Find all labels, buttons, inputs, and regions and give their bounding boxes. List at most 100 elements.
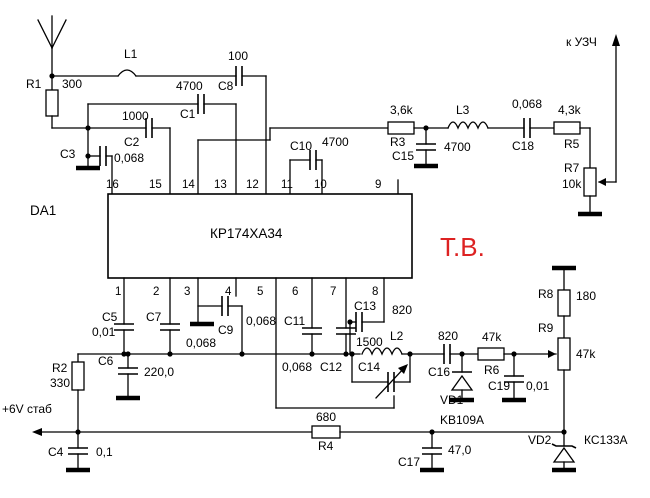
capacitor-c5 xyxy=(114,323,134,331)
pin-label: 16 xyxy=(106,179,119,191)
value-r2: 330 xyxy=(50,376,70,390)
label-vd1: VD1 xyxy=(440,393,464,407)
pin-label: 3 xyxy=(184,286,190,298)
resistor-r8 xyxy=(557,289,571,317)
label-r7: R7 xyxy=(564,161,580,175)
supply-label: +6V стаб xyxy=(2,402,52,416)
value-r4: 680 xyxy=(316,410,336,424)
label-r3: R3 xyxy=(390,135,406,149)
capacitor-c1 xyxy=(197,94,205,114)
output-arrow-icon xyxy=(612,34,620,46)
label-c6: C6 xyxy=(98,354,114,368)
label-c11: C11 xyxy=(284,314,305,328)
label-c2: C2 xyxy=(124,135,140,149)
label-c7: C7 xyxy=(146,310,162,324)
value-c6: 220,0 xyxy=(144,365,174,379)
author-stamp: Т.В. xyxy=(440,232,485,262)
supply-arrow-icon xyxy=(32,428,42,436)
value-r8: 180 xyxy=(576,289,596,303)
value-c19: 0,01 xyxy=(526,379,550,393)
value-c17: 47,0 xyxy=(448,443,472,457)
value-c1: 4700 xyxy=(176,79,203,93)
label-c5: C5 xyxy=(102,310,118,324)
pin-label: 14 xyxy=(182,179,195,191)
label-c19: C19 xyxy=(488,379,510,393)
label-c16: C16 xyxy=(428,365,450,379)
potentiometer-r7 xyxy=(583,167,597,197)
label-c14: C14 xyxy=(358,360,380,374)
chip-part-number: КР174ХА34 xyxy=(210,226,283,241)
value-r7: 10k xyxy=(562,177,582,191)
label-c3: C3 xyxy=(60,147,76,161)
value-c5: 0,01 xyxy=(92,325,116,339)
junction-dots xyxy=(49,73,567,435)
potentiometer-r9 xyxy=(557,337,571,371)
label-c17: C17 xyxy=(398,455,420,469)
resistor-r5 xyxy=(553,121,581,135)
label-r9: R9 xyxy=(538,321,554,335)
label-c13: C13 xyxy=(354,299,376,313)
resistor-r6 xyxy=(477,347,505,361)
chip-designator: DA1 xyxy=(30,203,56,218)
chip-da1 xyxy=(107,193,413,279)
capacitor-c12 xyxy=(336,327,356,335)
value-l2: 1500 xyxy=(356,335,383,349)
label-l1: L1 xyxy=(124,47,138,61)
value-c8: 100 xyxy=(228,49,248,63)
value-c18: 0,068 xyxy=(512,97,542,111)
capacitor-c17 xyxy=(422,447,442,455)
value-c15: 4700 xyxy=(444,140,471,154)
value-r1: 300 xyxy=(62,77,82,91)
capacitor-c10 xyxy=(309,150,317,170)
pin-label: 10 xyxy=(314,179,327,191)
pin-label: 13 xyxy=(214,179,227,191)
pin-label: 8 xyxy=(372,286,378,298)
label-c12: C12 xyxy=(320,360,342,374)
pin-label: 7 xyxy=(330,286,336,298)
pin-label: 11 xyxy=(281,179,293,191)
label-l3: L3 xyxy=(456,103,470,117)
resistor-r4 xyxy=(311,425,341,439)
pin-label: 15 xyxy=(149,179,162,191)
pin-label: 6 xyxy=(292,286,298,298)
antenna-symbol xyxy=(37,15,67,77)
label-c9: C9 xyxy=(218,323,234,337)
label-c4: C4 xyxy=(48,445,64,459)
inductor-l1 xyxy=(117,69,137,77)
value-c7: 0,068 xyxy=(186,336,216,350)
capacitor-c3 xyxy=(99,146,107,166)
value-c2: 0,068 xyxy=(114,151,144,165)
pin-label: 12 xyxy=(246,179,259,191)
value-r9: 47k xyxy=(576,347,596,361)
capacitor-c11 xyxy=(302,327,322,335)
output-label: к УЗЧ xyxy=(566,35,597,49)
label-r4: R4 xyxy=(318,439,334,453)
zener-diode-vd2 xyxy=(551,443,577,463)
label-c10: C10 xyxy=(290,139,312,153)
capacitor-c7 xyxy=(160,323,180,331)
pin-label: 4 xyxy=(225,286,232,298)
label-c15: C15 xyxy=(392,149,414,163)
pin-label: 2 xyxy=(153,286,159,298)
label-r6: R6 xyxy=(484,363,500,377)
label-r1: R1 xyxy=(26,77,42,91)
label-c18: C18 xyxy=(512,139,534,153)
value-c16: 820 xyxy=(438,329,458,343)
value-c2-extra: 1000 xyxy=(122,109,149,123)
value-r3: 3,6k xyxy=(390,103,414,117)
value-c10: 4700 xyxy=(322,135,349,149)
varicap-diode-vd1 xyxy=(450,371,474,391)
capacitor-c18 xyxy=(523,118,531,138)
resistor-r3 xyxy=(387,121,415,135)
pin-label: 9 xyxy=(375,179,381,191)
value-c11: 0,068 xyxy=(282,360,312,374)
capacitor-c4 xyxy=(68,447,88,455)
inductor-l2 xyxy=(361,347,403,356)
part-vd1: KB109A xyxy=(440,413,484,427)
capacitor-c9 xyxy=(221,296,229,316)
label-c1: C1 xyxy=(180,107,196,121)
label-c8: C8 xyxy=(218,79,234,93)
pin-label: 5 xyxy=(257,286,263,298)
label-r8: R8 xyxy=(538,287,554,301)
